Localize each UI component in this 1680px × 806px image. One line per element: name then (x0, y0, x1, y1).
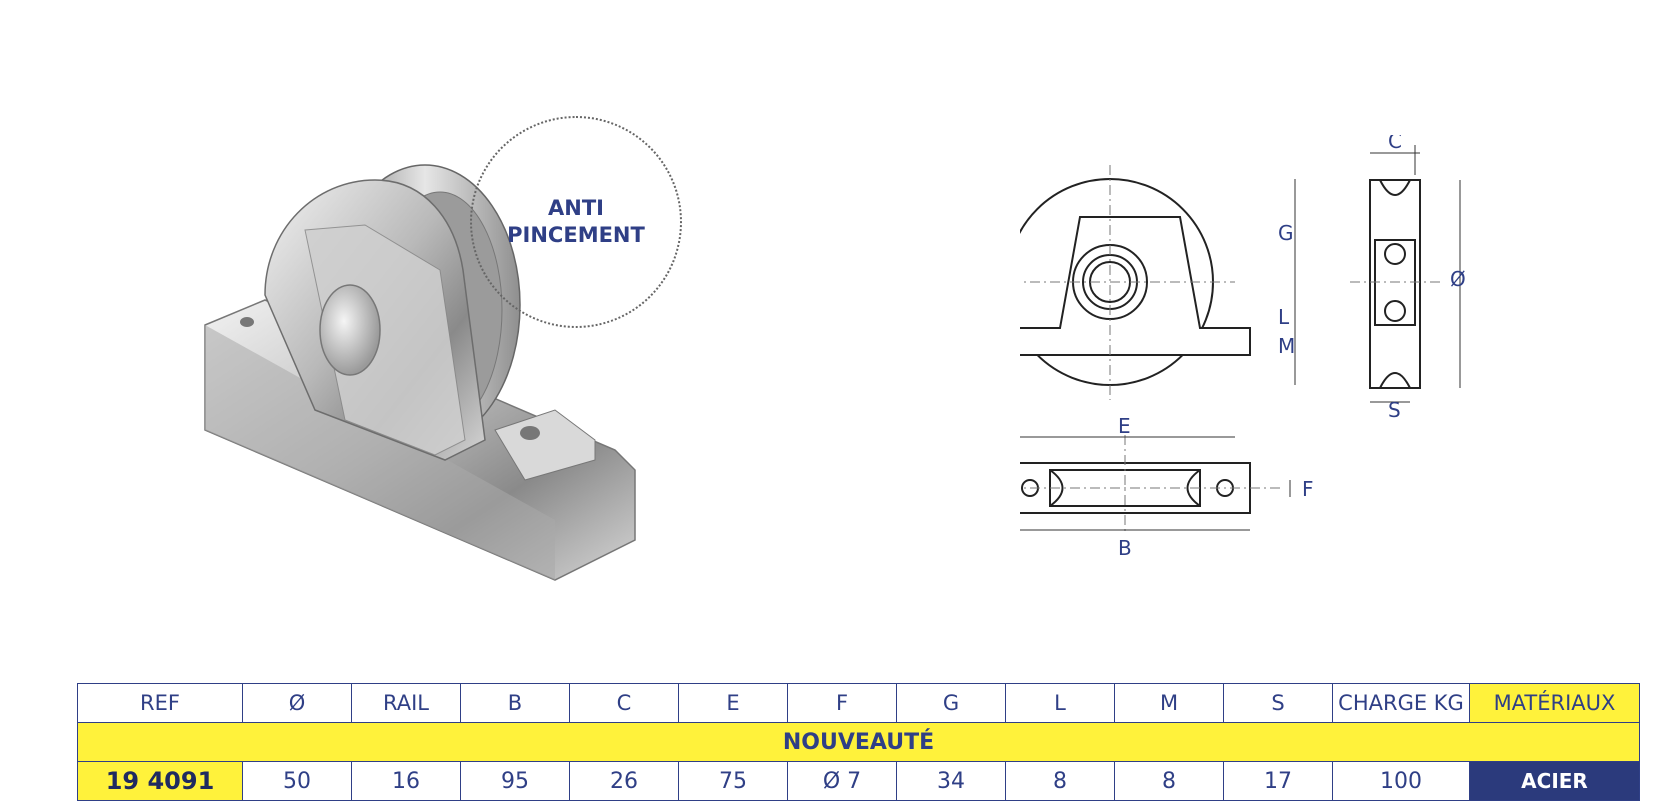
label-c: C (1388, 135, 1402, 153)
nouveaute-banner: NOUVEAUTÉ (77, 722, 1640, 762)
anti-pincement-badge: ANTI PINCEMENT (470, 116, 682, 328)
table-header-row: REF Ø RAIL B C E F G L M S CHARGE KG MAT… (77, 683, 1640, 723)
label-diameter: Ø (1450, 267, 1466, 291)
header-s: S (1223, 683, 1333, 723)
label-l: L (1278, 305, 1290, 329)
header-diameter: Ø (242, 683, 352, 723)
label-g: G (1278, 221, 1294, 245)
header-g: G (896, 683, 1006, 723)
header-c: C (569, 683, 679, 723)
header-charge: CHARGE KG (1332, 683, 1470, 723)
cell-c: 26 (569, 761, 679, 801)
cell-diameter: 50 (242, 761, 352, 801)
cell-rail: 16 (351, 761, 461, 801)
technical-drawings: G L M C Ø S E F B (1020, 135, 1466, 560)
label-s: S (1388, 398, 1401, 422)
cell-f: Ø 7 (787, 761, 897, 801)
cell-s: 17 (1223, 761, 1333, 801)
label-m: M (1278, 334, 1295, 358)
badge-line-1: ANTI (548, 196, 604, 220)
header-m: M (1114, 683, 1224, 723)
badge-line-2: PINCEMENT (507, 223, 645, 247)
header-ref: REF (77, 683, 243, 723)
cell-g: 34 (896, 761, 1006, 801)
header-l: L (1005, 683, 1115, 723)
table-row: 19 4091 50 16 95 26 75 Ø 7 34 8 8 17 100… (77, 761, 1640, 801)
label-e: E (1118, 414, 1131, 438)
cell-materiaux: ACIER (1469, 761, 1640, 801)
cell-charge: 100 (1332, 761, 1470, 801)
cell-l: 8 (1005, 761, 1115, 801)
table-banner-row: NOUVEAUTÉ (77, 722, 1640, 762)
header-materiaux: MATÉRIAUX (1469, 683, 1640, 723)
header-rail: RAIL (351, 683, 461, 723)
cell-ref: 19 4091 (77, 761, 243, 801)
spec-table: REF Ø RAIL B C E F G L M S CHARGE KG MAT… (77, 683, 1640, 801)
product-photo (204, 164, 636, 581)
cell-m: 8 (1114, 761, 1224, 801)
header-f: F (787, 683, 897, 723)
cell-e: 75 (678, 761, 788, 801)
cell-b: 95 (460, 761, 570, 801)
label-b: B (1118, 536, 1132, 560)
header-b: B (460, 683, 570, 723)
label-f: F (1302, 477, 1314, 501)
header-e: E (678, 683, 788, 723)
